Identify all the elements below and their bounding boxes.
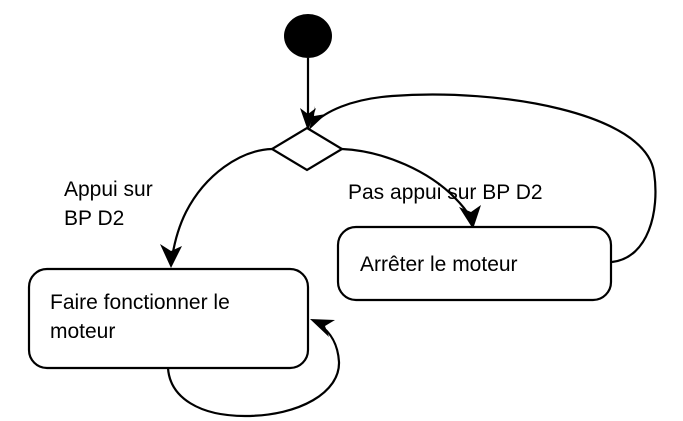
edge-label-appui-line2: BP D2 — [64, 207, 124, 230]
action-node-stop-motor-label: Arrêter le moteur — [360, 253, 518, 276]
action-node-run-motor-label-line1: Faire fonctionner le — [50, 291, 230, 314]
edge-run-self-loop — [166, 319, 341, 418]
action-node-run-motor-label-line2: moteur — [50, 320, 115, 343]
edge-stop-to-decision-line — [312, 93, 657, 264]
arrowhead-run-self-loop — [310, 319, 335, 337]
edge-label-appui-line1: Appui sur — [64, 178, 153, 201]
edge-decision-to-run-line — [170, 147, 273, 259]
arrowhead-stop-to-decision — [309, 106, 326, 130]
arrowhead-start-to-decision — [300, 108, 316, 131]
initial-node[interactable] — [284, 14, 332, 58]
arrowhead-decision-to-run — [160, 244, 182, 268]
edge-run-self-loop-line — [166, 324, 341, 418]
edge-decision-to-stop — [341, 147, 481, 229]
edge-decision-to-run — [160, 147, 273, 268]
action-node-stop-motor[interactable] — [336, 225, 613, 302]
arrowhead-decision-to-stop — [459, 205, 481, 229]
decision-node[interactable] — [269, 126, 345, 172]
edge-label-pas-appui: Pas appui sur BP D2 — [348, 181, 543, 204]
edge-start-to-decision — [300, 58, 316, 131]
edge-stop-to-decision — [309, 93, 657, 264]
action-node-run-motor[interactable] — [27, 267, 310, 370]
